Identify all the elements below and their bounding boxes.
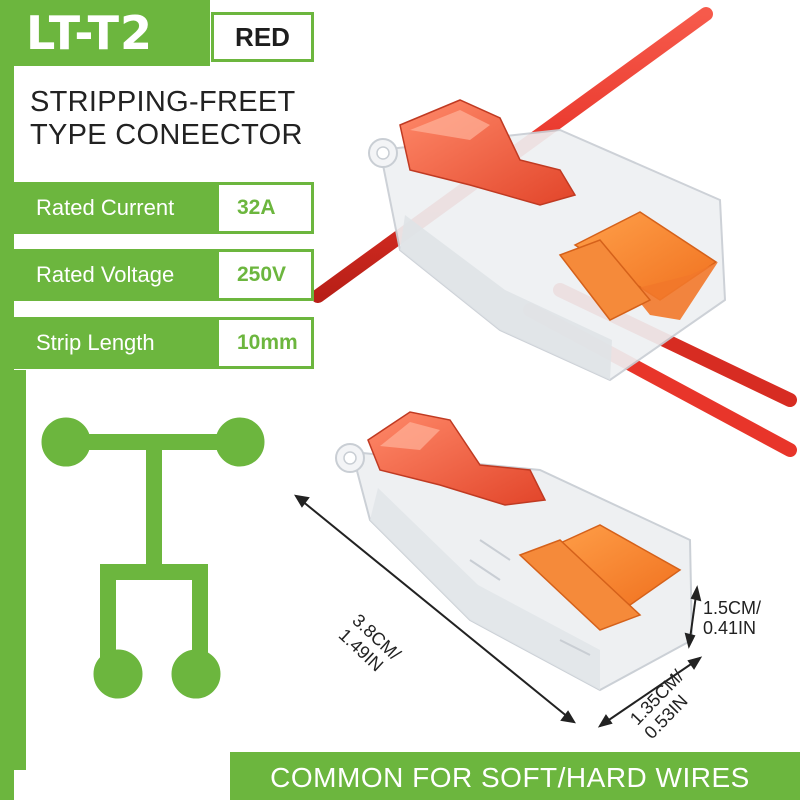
dimension-height-label: 1.5CM/ 0.41IN [703, 598, 761, 638]
frame-left-lower [14, 370, 26, 770]
spec-value: 250V [216, 249, 314, 301]
dimension-lines [294, 494, 703, 728]
spec-label: Strip Length [0, 317, 216, 369]
connector-top [368, 99, 727, 382]
dimension-height-in: 0.41IN [703, 618, 757, 638]
spec-label: Rated Current [0, 182, 216, 234]
product-title-line-1: STRIPPING-FREET [30, 86, 296, 118]
color-badge: RED [211, 12, 314, 62]
dimension-height-cm: 1.5CM/ [703, 598, 762, 618]
spec-label: Rated Voltage [0, 249, 216, 301]
model-badge: LT-T2 [0, 0, 210, 66]
footer-text: COMMON FOR SOFT/HARD WIRES [270, 762, 750, 793]
spec-row-rated-current: Rated Current 32A [0, 182, 314, 234]
spec-row-rated-voltage: Rated Voltage 250V [0, 249, 314, 301]
spec-value: 32A [216, 182, 314, 234]
footer-banner [230, 752, 800, 800]
spec-value: 10mm [216, 317, 314, 369]
t-junction-icon [41, 417, 265, 699]
product-title-line-2: TYPE CONEECTOR [30, 119, 303, 151]
spec-row-strip-length: Strip Length 10mm [0, 317, 314, 369]
connector-bottom [335, 411, 694, 692]
